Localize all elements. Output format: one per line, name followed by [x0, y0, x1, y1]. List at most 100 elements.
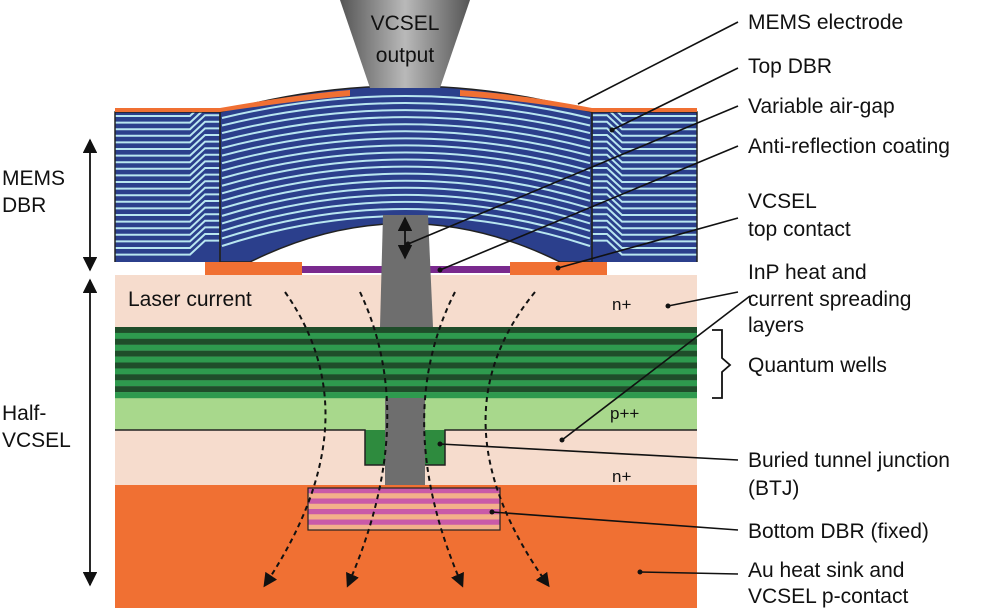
beam-label-line1: VCSEL — [371, 12, 440, 35]
side-dbr-layer — [592, 153, 697, 170]
leader-dot-heat-sink — [637, 569, 643, 575]
qw-layer — [115, 327, 697, 334]
leader-heat-sink — [639, 571, 739, 575]
side-dbr-layer — [115, 233, 220, 249]
membrane-layer — [221, 130, 591, 157]
label-air-gap: Variable air-gap — [748, 95, 895, 118]
cavity-beam — [380, 215, 433, 327]
leader-inp-top — [667, 291, 739, 307]
side-dbr-layer — [592, 213, 697, 230]
label-heat-sink-2: VCSEL p-contact — [748, 585, 908, 608]
bottom-dbr-layer — [308, 524, 500, 531]
leader-air-gap — [407, 105, 739, 245]
side-dbr-layer — [115, 112, 203, 124]
mems-dbr-membrane — [219, 85, 593, 263]
quantum-wells-bracket — [712, 329, 732, 399]
membrane-layer — [221, 186, 591, 217]
side-dbr-layer — [592, 226, 697, 243]
label-inp-1: InP heat and — [748, 261, 867, 284]
side-dbr-layer — [592, 167, 697, 183]
beam-label-line2: output — [376, 44, 435, 67]
membrane-layer — [221, 200, 591, 232]
mems-electrode-right — [592, 108, 697, 112]
side-dbr-layer — [592, 180, 697, 197]
qw-layer — [115, 350, 697, 357]
side-dbr-layer — [592, 206, 697, 223]
side-dbr-layer — [115, 147, 220, 164]
side-dbr-layer — [115, 140, 220, 157]
bottom-dbr-layer — [308, 493, 500, 499]
n-plus-top-label: n+ — [612, 295, 631, 314]
qw-layer — [115, 374, 697, 381]
label-btj-1: Buried tunnel junction — [748, 449, 950, 472]
mems-electrode-top-left — [220, 90, 350, 112]
side-dbr-layer — [115, 114, 220, 131]
side-dbr-layer — [592, 239, 697, 256]
label-ar-coating: Anti-reflection coating — [748, 135, 950, 158]
vcsel-top-contact-left — [205, 262, 302, 275]
membrane-layer — [221, 165, 591, 195]
label-quantum-wells: Quantum wells — [748, 354, 887, 377]
side-dbr-layer — [592, 114, 697, 131]
leader-top-dbr — [611, 67, 739, 131]
mems-dbr-left-stack — [115, 112, 220, 262]
side-dbr-layer — [115, 120, 220, 137]
side-dbr-layer — [115, 226, 220, 243]
side-dbr-layer — [115, 180, 220, 197]
bottom-dbr-outline — [307, 487, 501, 531]
label-inp-3: layers — [748, 314, 804, 337]
side-dbr-layer — [592, 173, 697, 190]
qw-layer — [115, 386, 697, 393]
current-path-right-inner — [423, 291, 464, 588]
mems-electrode-top-right — [460, 90, 592, 112]
membrane-layer — [221, 207, 591, 240]
side-dbr-layer — [592, 233, 697, 249]
side-dbr-layer — [115, 167, 220, 183]
side-dbr-layer — [592, 134, 697, 150]
side-dbr-layer — [115, 206, 220, 223]
label-bottom-dbr: Bottom DBR (fixed) — [748, 520, 929, 543]
leader-dot-contact — [555, 265, 561, 271]
leader-dot-bottom-dbr — [489, 509, 495, 515]
bottom-dbr-stack — [307, 487, 501, 531]
bottom-dbr-layer — [308, 509, 500, 515]
leader-dot-ar — [437, 267, 443, 273]
side-label-half-1: Half- — [2, 402, 46, 425]
side-dbr-layer — [115, 213, 220, 230]
leader-lines — [407, 21, 751, 575]
qw-layer — [115, 362, 697, 369]
side-dbr-layer — [115, 127, 220, 144]
leader-bottom-dbr — [491, 511, 739, 531]
qw-layer — [115, 344, 697, 351]
side-dbr-layer — [115, 134, 220, 150]
vcsel-output-beam — [340, 0, 470, 88]
membrane-layer — [221, 151, 591, 180]
side-dbr-layer — [592, 193, 697, 210]
leader-mems-electrode — [577, 21, 739, 105]
leader-dot-top-dbr — [609, 127, 615, 133]
membrane-layer — [221, 116, 591, 142]
current-path-left-inner — [346, 291, 389, 588]
side-dbr-layer — [115, 239, 220, 256]
leader-top-contact — [557, 217, 739, 269]
side-dbr-layer — [592, 140, 697, 157]
side-dbr-layer — [592, 186, 697, 203]
leader-dot-air-gap — [405, 241, 411, 247]
side-dbr-layer — [115, 160, 220, 177]
bottom-dbr-layer — [308, 488, 500, 494]
label-top-dbr: Top DBR — [748, 55, 832, 78]
membrane-layer — [221, 109, 591, 135]
qw-layer — [115, 368, 697, 375]
side-label-mems-1: MEMS — [2, 167, 65, 190]
p-plus-plus-label: p++ — [610, 404, 639, 423]
side-dbr-layer — [592, 219, 697, 236]
membrane-layer — [221, 123, 591, 150]
side-dbr-layer — [592, 200, 697, 216]
label-mems-electrode: MEMS electrode — [748, 11, 903, 34]
qw-layer — [115, 392, 697, 399]
current-path-left-outer — [263, 291, 327, 588]
mems-electrode — [115, 108, 220, 112]
label-top-contact-2: top contact — [748, 218, 851, 241]
